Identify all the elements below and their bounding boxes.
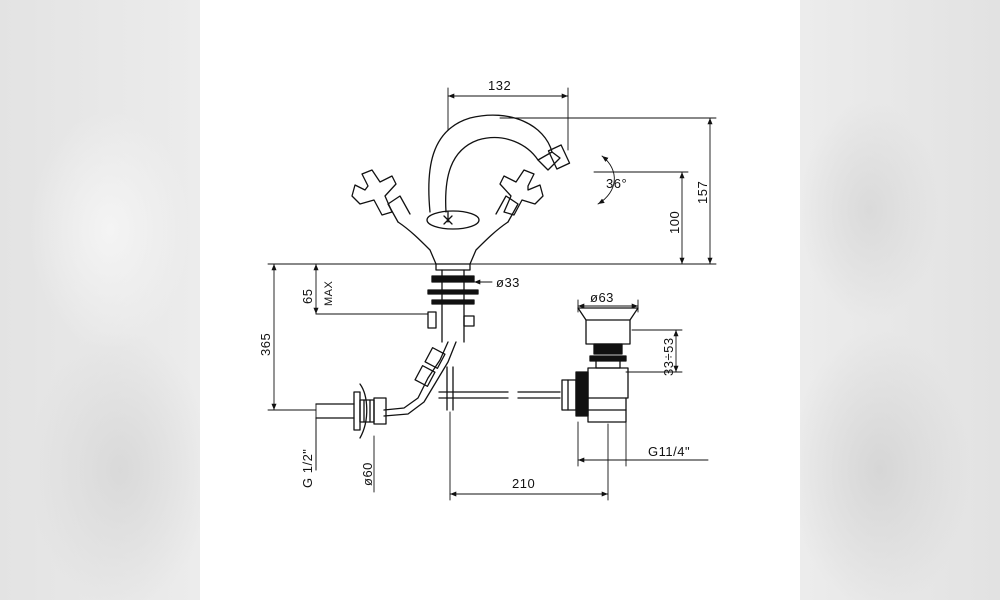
- dim-total-height: 157: [695, 181, 710, 204]
- shank-assembly: [315, 269, 479, 439]
- drawing-sheet: [200, 0, 800, 600]
- pull-rod: [438, 366, 561, 411]
- dim-waste-range: 33÷53: [661, 337, 676, 376]
- dim-waste-diameter: ø63: [590, 290, 614, 305]
- pop-up-waste: [561, 307, 639, 423]
- dimension-lines: [267, 87, 717, 501]
- dim-rod-length: 210: [512, 476, 535, 491]
- dim-spout-height: 100: [667, 211, 682, 234]
- faucet-body: [351, 114, 571, 271]
- dim-deck-max: MAX: [323, 281, 335, 307]
- dim-swivel-angle: 36°: [606, 176, 627, 191]
- dim-shank-length: 365: [258, 333, 273, 356]
- dim-spout-reach: 132: [488, 78, 511, 93]
- dim-rosette-diameter: ø60: [360, 462, 375, 486]
- dim-shank-diameter: ø33: [496, 275, 520, 290]
- blurred-background-right: [800, 0, 1000, 600]
- dim-inlet-thread: G 1/2": [300, 449, 315, 488]
- blurred-background-left: [0, 0, 200, 600]
- dim-waste-thread: G11/4": [648, 444, 690, 459]
- dim-deck-thickness: 65: [300, 289, 315, 304]
